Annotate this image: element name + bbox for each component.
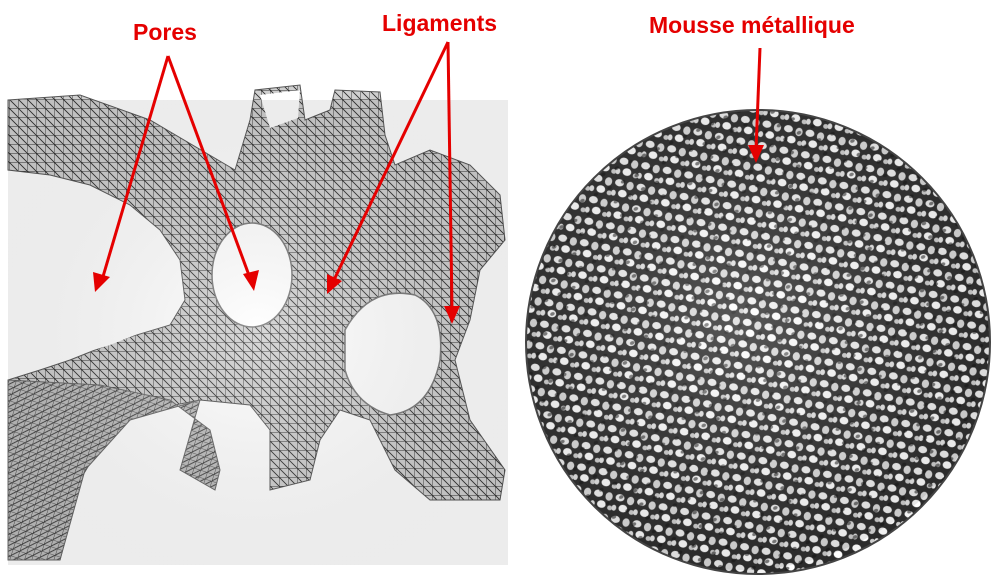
- wireframe-mesh: [8, 85, 508, 565]
- label-metal-foam: Mousse métallique: [649, 12, 855, 39]
- metal-foam-disc: [480, 70, 993, 577]
- label-ligaments: Ligaments: [382, 10, 497, 37]
- label-pores: Pores: [133, 19, 197, 46]
